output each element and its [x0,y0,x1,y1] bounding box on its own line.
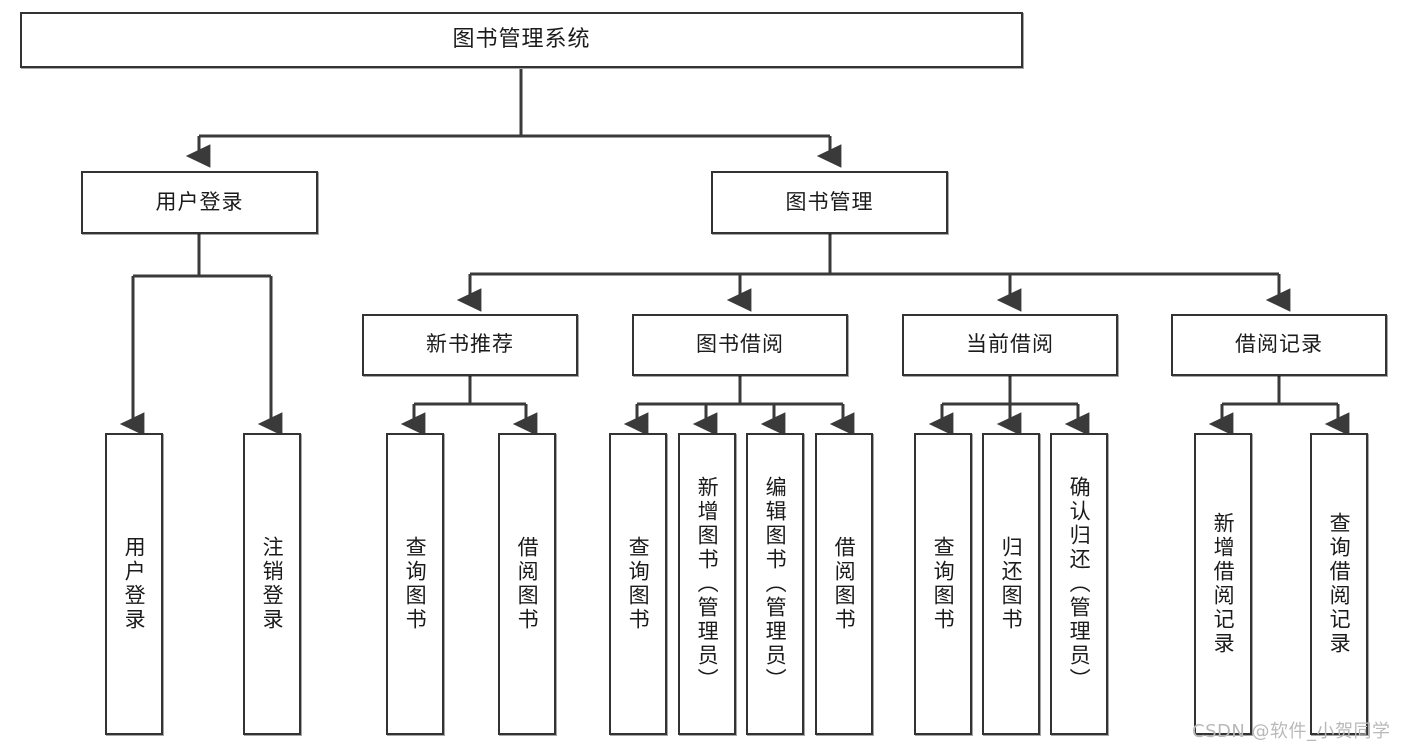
leaf-book-borrow-edit-book-admin[interactable]: 编辑图书（管理员） [746,433,804,735]
leaf-book-borrow-add-book-admin[interactable]: 新增图书（管理员） [678,433,736,735]
node-label: 用户登录 [122,536,147,632]
node-label: 新增借阅记录 [1211,512,1236,656]
node-label: 图书借阅 [696,332,784,357]
node-label: 查询图书 [403,536,428,632]
node-user-login[interactable]: 用户登录 [81,171,318,234]
leaf-borrow-record-add-record[interactable]: 新增借阅记录 [1194,433,1252,735]
node-current-borrow[interactable]: 当前借阅 [902,314,1118,376]
node-label: 确认归还（管理员） [1067,476,1092,692]
leaf-book-borrow-query-book[interactable]: 查询图书 [609,433,667,735]
node-book-borrow[interactable]: 图书借阅 [632,314,848,376]
node-label: 当前借阅 [966,332,1054,357]
leaf-current-borrow-return-book[interactable]: 归还图书 [982,433,1040,735]
leaf-current-borrow-query-book[interactable]: 查询图书 [914,433,972,735]
node-label: 归还图书 [999,536,1024,632]
node-label: 查询图书 [931,536,956,632]
leaf-user-login-logout[interactable]: 注销登录 [243,433,301,735]
node-label: 借阅图书 [515,536,540,632]
leaf-borrow-record-query-record[interactable]: 查询借阅记录 [1310,433,1368,735]
leaf-new-book-query-book[interactable]: 查询图书 [386,433,444,735]
node-label: 借阅记录 [1235,332,1323,357]
node-label: 图书管理 [785,189,874,214]
node-label: 用户登录 [155,189,244,214]
leaf-new-book-borrow-book[interactable]: 借阅图书 [498,433,556,735]
node-borrow-record[interactable]: 借阅记录 [1171,314,1387,376]
node-label: 新增图书（管理员） [695,476,720,692]
leaf-current-borrow-confirm-return-admin[interactable]: 确认归还（管理员） [1050,433,1108,735]
node-label: 借阅图书 [832,536,857,632]
node-label: 注销登录 [260,536,285,632]
node-label: 编辑图书（管理员） [763,476,788,692]
node-book-management[interactable]: 图书管理 [711,171,948,234]
node-new-book-recommend[interactable]: 新书推荐 [362,314,578,376]
leaf-book-borrow-borrow-book[interactable]: 借阅图书 [815,433,873,735]
node-label: 新书推荐 [426,332,514,357]
node-label: 查询借阅记录 [1327,512,1352,656]
node-label: 图书管理系统 [452,26,591,52]
csdn-watermark: CSDN @软件_小贺同学 [1192,721,1391,742]
node-label: 查询图书 [626,536,651,632]
leaf-user-login-login[interactable]: 用户登录 [105,433,163,735]
node-root-book-management-system[interactable]: 图书管理系统 [20,12,1023,68]
